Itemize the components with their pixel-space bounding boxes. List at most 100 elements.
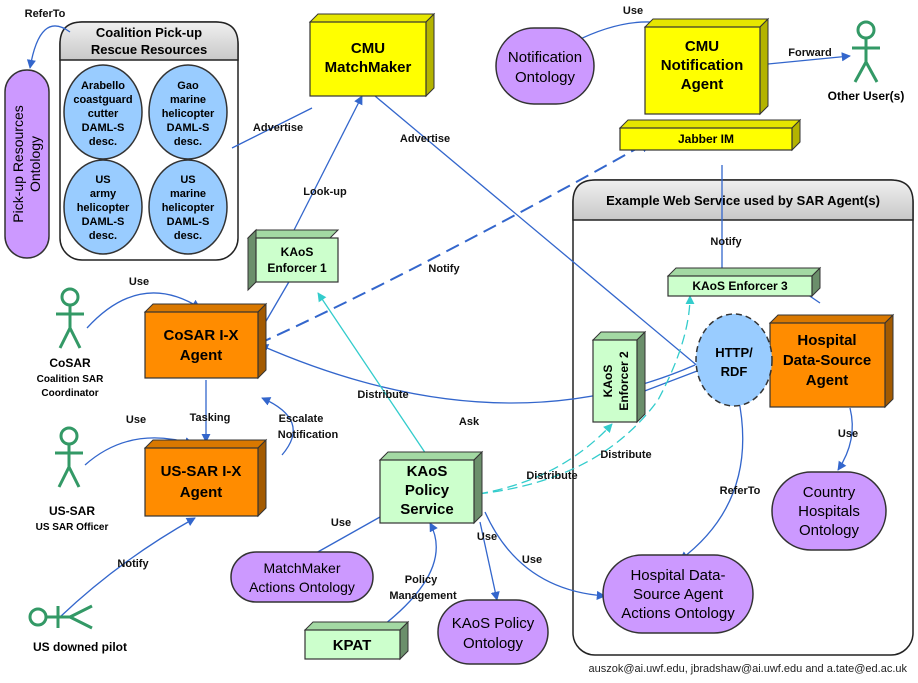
resource-arabello-cutter[interactable]: Arabello coastguard cutter DAML-S desc.	[63, 64, 143, 160]
http-rdf-node[interactable]: HTTP/ RDF	[695, 313, 773, 407]
resource-line: desc.	[174, 136, 202, 148]
resource-line: helicopter	[162, 202, 215, 214]
label-use-ussar: Use	[126, 414, 146, 426]
hospital-agent-box[interactable]: Hospital Data-Source Agent	[768, 313, 895, 409]
cmu-notification-agent-box[interactable]: CMU Notification Agent	[643, 17, 770, 116]
cosar-agent-box[interactable]: CoSAR I-X Agent	[143, 302, 268, 380]
resource-line: desc.	[89, 230, 117, 242]
resource-gao-helicopter[interactable]: Gao marine helicopter DAML-S desc.	[148, 64, 228, 160]
resource-line: DAML-S	[82, 122, 125, 134]
resource-line: marine	[170, 188, 206, 200]
label-escalate-2: Notification	[278, 429, 339, 441]
ch-ontology-line2: Hospitals	[798, 503, 860, 520]
enforcer1-line1: KAoS	[281, 245, 314, 259]
country-hospitals-ontology[interactable]: Country Hospitals Ontology	[771, 471, 887, 551]
coalition-title-line1: Coalition Pick-up	[96, 25, 202, 40]
kaos-ontology-line2: Ontology	[463, 635, 524, 652]
label-notify-cosar: Notify	[428, 263, 460, 275]
resource-line: helicopter	[77, 202, 130, 214]
cosar-line2: Agent	[180, 347, 223, 364]
edge-notify-cosar	[257, 139, 654, 345]
pickup-ontology-line1: Pick-up Resources	[10, 105, 26, 223]
label-referto-top: ReferTo	[25, 8, 66, 20]
edge-advertise-left	[231, 107, 313, 149]
ussar-agent-box[interactable]: US-SAR I-X Agent	[143, 438, 268, 518]
edge-enforcer2-http	[641, 367, 706, 393]
notification-ontology-line2: Ontology	[515, 69, 576, 86]
enforcer2-line1: KAoS	[601, 365, 615, 398]
resource-line: Gao	[177, 80, 199, 92]
resource-line: army	[90, 188, 117, 200]
edge-use-hospital	[837, 407, 853, 471]
kaos-policy-service-box[interactable]: KAoS Policy Service	[378, 450, 484, 525]
edge-advertise-right	[374, 95, 713, 379]
kaos-policy-ontology[interactable]: KAoS Policy Ontology	[437, 599, 549, 665]
actor-other-users	[852, 20, 880, 83]
enforcer2-line2: Enforcer 2	[617, 351, 631, 411]
actor-downed-pilot	[28, 604, 93, 630]
resource-us-army-helicopter[interactable]: US army helicopter DAML-S desc.	[63, 159, 143, 255]
resource-line: US	[180, 174, 195, 186]
label-notify-pilot: Notify	[117, 558, 149, 570]
cmu-matchmaker-line2: MatchMaker	[325, 59, 412, 76]
label-ask: Ask	[459, 416, 480, 428]
resource-line: DAML-S	[167, 216, 210, 228]
notification-ontology[interactable]: Notification Ontology	[495, 27, 595, 105]
label-policy-mgmt-2: Management	[389, 590, 457, 602]
resource-line: coastguard	[73, 94, 132, 106]
enforcer1-line2: Enforcer 1	[267, 261, 327, 275]
edge-distribute-e2	[477, 423, 613, 495]
pickup-ontology-line2: Ontology	[27, 136, 43, 192]
label-escalate-1: Escalate	[279, 413, 324, 425]
kaos-ontology-line1: KAoS Policy	[452, 615, 535, 632]
actor-head-icon	[60, 287, 80, 307]
label-distribute-e3: Distribute	[600, 449, 651, 461]
edge-notify-pilot	[59, 517, 196, 618]
cmu-matchmaker-box[interactable]: CMU MatchMaker	[308, 12, 436, 98]
cmu-notification-line1: CMU	[685, 38, 719, 55]
distribute-connectors	[317, 292, 695, 495]
ussar-line1: US-SAR I-X	[161, 463, 242, 480]
resource-line: desc.	[174, 230, 202, 242]
label-tasking: Tasking	[190, 412, 231, 424]
web-service-title: Example Web Service used by SAR Agent(s)	[606, 193, 880, 208]
cosar-actor-line2: Coordinator	[41, 388, 98, 399]
label-use-kaos: Use	[477, 531, 497, 543]
kps-line1: KAoS	[407, 463, 448, 480]
kpat-box[interactable]: KPAT	[303, 620, 410, 661]
edge-use-kaos	[479, 521, 500, 601]
label-advertise-right: Advertise	[400, 133, 450, 145]
pickup-resources-ontology[interactable]: Pick-up Resources Ontology	[4, 69, 50, 259]
kaos-enforcer1-box[interactable]: KAoS Enforcer 1	[246, 228, 340, 292]
pilot-actor-name: US downed pilot	[33, 640, 127, 654]
resource-line: Arabello	[81, 80, 125, 92]
actor-cosar	[56, 287, 84, 349]
http-rdf-line2: RDF	[721, 364, 748, 379]
cmu-notification-line2: Notification	[661, 57, 744, 74]
kaos-enforcer3-box[interactable]: KAoS Enforcer 3	[666, 266, 822, 298]
hospital-actions-ontology[interactable]: Hospital Data- Source Agent Actions Onto…	[602, 554, 754, 634]
matchmaker-actions-ontology[interactable]: MatchMaker Actions Ontology	[230, 551, 374, 603]
edge-lookup	[289, 95, 363, 239]
cosar-actor-line1: Coalition SAR	[37, 374, 104, 385]
mm-ontology-line2: Actions Ontology	[249, 579, 355, 595]
kpat-label: KPAT	[333, 637, 372, 654]
ch-ontology-line1: Country	[803, 484, 856, 501]
edge-referto-hospital	[679, 395, 744, 561]
other-users-name: Other User(s)	[828, 89, 905, 103]
label-use-mm: Use	[331, 517, 351, 529]
actor-head-icon	[28, 607, 48, 627]
label-policy-mgmt-1: Policy	[405, 574, 438, 586]
hda-ontology-line3: Actions Ontology	[621, 605, 735, 622]
resource-line: DAML-S	[167, 122, 210, 134]
jabber-im-box[interactable]: Jabber IM	[618, 118, 802, 152]
resource-us-marine-helicopter[interactable]: US marine helicopter DAML-S desc.	[148, 159, 228, 255]
kps-line2: Policy	[405, 482, 450, 499]
kaos-enforcer2-box[interactable]: KAoS Enforcer 2	[591, 330, 647, 424]
resource-line: DAML-S	[82, 216, 125, 228]
mm-ontology-line1: MatchMaker	[263, 560, 340, 576]
label-use-notification: Use	[623, 5, 643, 17]
resource-line: desc.	[89, 136, 117, 148]
hospital-line1: Hospital	[797, 332, 856, 349]
